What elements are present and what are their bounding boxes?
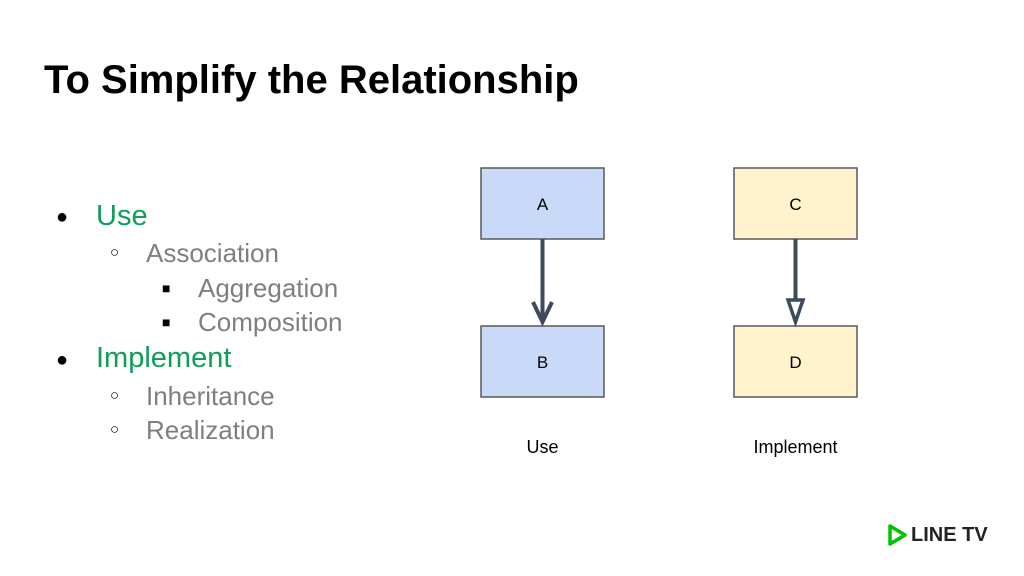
node-b [480, 325, 605, 398]
bullet-disc-marker: ● [56, 206, 69, 228]
bullet-use: Use [96, 200, 148, 232]
node-c [733, 167, 858, 240]
bullet-composition: Composition [198, 307, 343, 337]
bullet-aggregation: Aggregation [198, 273, 339, 303]
slide-title: To Simplify the Relationship [44, 58, 579, 102]
node-c-label: C [789, 195, 801, 214]
bullet-square-marker: ■ [162, 280, 171, 296]
play-triangle-icon [888, 524, 907, 546]
bullet-circle-marker: ○ [110, 421, 120, 438]
node-d-label: D [789, 353, 801, 372]
line-tv-logo: LINE TV [887, 522, 988, 548]
logo-text: LINE TV [911, 523, 988, 546]
implement-diagram: C D Implement [733, 167, 858, 457]
use-arrowhead [531, 301, 554, 327]
bullet-inheritance: Inheritance [146, 381, 275, 411]
node-b-label: B [537, 353, 548, 372]
implement-caption: Implement [753, 437, 837, 457]
bullet-circle-marker: ○ [110, 387, 120, 404]
bullet-association: Association [146, 238, 279, 268]
use-diagram: A B Use [480, 167, 605, 457]
bullet-realization: Realization [146, 415, 275, 445]
node-a [480, 167, 605, 240]
bullet-implement: Implement [96, 342, 232, 374]
node-a-label: A [537, 195, 549, 214]
implement-hollow-arrowhead [785, 298, 806, 328]
bullet-list: ● Use ○ Association ■ Aggregation ■ Comp… [0, 0, 420, 576]
node-d [733, 325, 858, 398]
use-caption: Use [526, 437, 558, 457]
bullet-square-marker: ■ [162, 314, 171, 330]
bullet-disc-marker: ● [56, 349, 69, 371]
bullet-circle-marker: ○ [110, 244, 120, 261]
